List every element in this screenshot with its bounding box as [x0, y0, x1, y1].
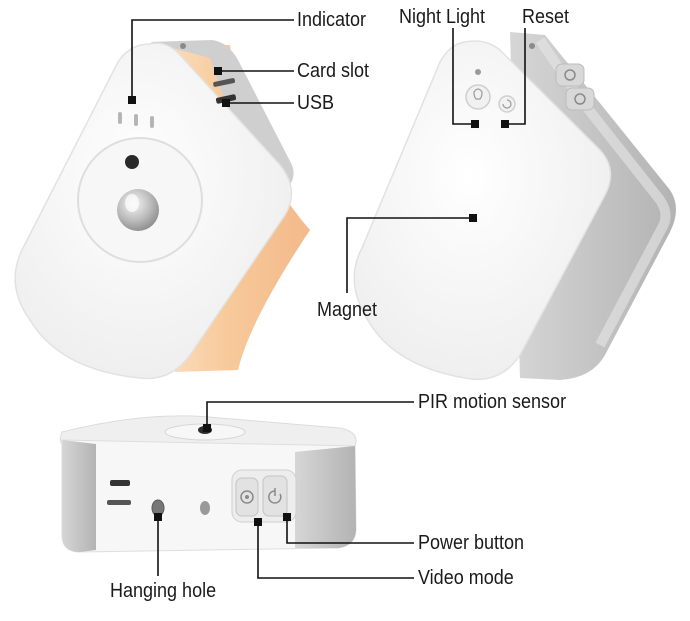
card-slot-label: Card slot — [297, 60, 370, 82]
indicator-marker — [128, 96, 136, 104]
night-light-marker — [471, 120, 479, 128]
video-mode-callout — [257, 522, 414, 579]
pir-marker — [203, 424, 211, 432]
magnet-marker — [469, 214, 477, 222]
reset-label: Reset — [522, 6, 570, 28]
side-button — [555, 63, 585, 87]
card-slot — [107, 500, 131, 505]
hanging-hole-secondary — [200, 501, 210, 515]
video-mode-label: Video mode — [418, 567, 514, 589]
device-back-face — [353, 40, 612, 381]
hanging-hole-marker — [154, 513, 162, 521]
pir-motion-sensor-label: PIR motion sensor — [418, 391, 567, 413]
indicator-light — [118, 112, 122, 124]
video-mode-marker — [254, 518, 262, 526]
pir-callout — [206, 401, 414, 428]
power-button-callout — [286, 517, 414, 544]
indicator-light — [134, 114, 138, 126]
night-light-button — [465, 84, 491, 110]
magnet-label: Magnet — [317, 299, 378, 321]
callout-lines — [131, 19, 526, 579]
power-icon — [268, 490, 282, 504]
indicator-label: Indicator — [297, 9, 367, 31]
usb-port — [110, 480, 130, 486]
reset-callout — [505, 28, 526, 125]
card-slot — [213, 78, 236, 87]
side-button — [565, 87, 595, 111]
power-button-label: Power button — [418, 532, 525, 554]
magnet-callout — [346, 217, 473, 293]
night-light-callout — [452, 28, 475, 125]
top-pinhole — [180, 43, 186, 49]
reset-marker — [501, 120, 509, 128]
indicator-callout — [131, 19, 294, 100]
callout-markers — [128, 67, 509, 526]
reset-icon — [502, 99, 512, 109]
power-button-marker — [283, 513, 291, 521]
card-slot-marker — [214, 67, 222, 75]
usb-label: USB — [297, 92, 335, 114]
hanging-hole-label: Hanging hole — [110, 580, 217, 602]
night-light-label: Night Light — [399, 6, 486, 28]
device-back-view — [353, 32, 676, 381]
pir-sensor-dome — [117, 189, 159, 231]
indicator-light — [150, 116, 154, 128]
reset-button — [498, 95, 516, 113]
device-side-view — [60, 415, 357, 553]
camera-lens-icon — [125, 155, 139, 169]
usb-marker — [222, 99, 230, 107]
bulb-icon — [473, 88, 483, 100]
device-front-view — [14, 40, 310, 380]
